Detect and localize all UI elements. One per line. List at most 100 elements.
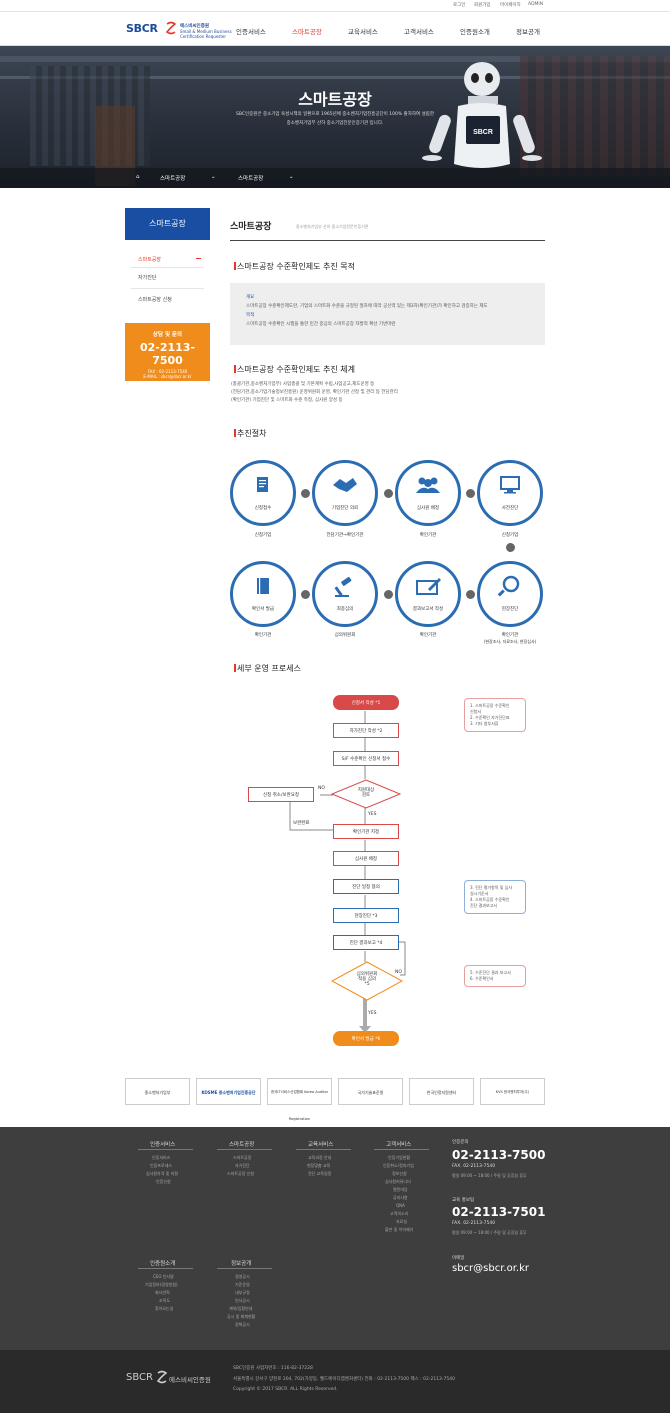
footer-link[interactable]: 인증기업현황 xyxy=(388,1155,411,1160)
partner-logo[interactable]: 한국인정지원센터 xyxy=(409,1078,474,1105)
footer-link[interactable]: 자가진단 xyxy=(235,1163,250,1168)
step-sub: 확인기관 xyxy=(501,633,519,638)
pen-icon xyxy=(416,578,441,595)
step-circle-2: 기업진단 의뢰 xyxy=(312,460,378,526)
footer-link[interactable]: 정책공시 xyxy=(235,1322,250,1327)
arrow-left-icon xyxy=(384,590,393,599)
footer-heading: 스마트공장 xyxy=(229,1142,255,1148)
footer-link[interactable]: 회사연혁 xyxy=(155,1290,170,1295)
footer-link[interactable]: 찾아오는길 xyxy=(155,1306,174,1311)
flow-yes-label-2: YES xyxy=(368,1011,377,1016)
step-label: 심사원 배정 xyxy=(416,506,440,511)
hero-title: 스마트공장 xyxy=(298,90,372,109)
footer-heading: 정보공개 xyxy=(231,1261,252,1267)
chevron-down-icon[interactable]: ⌄ xyxy=(211,174,216,180)
sidebar-item-smart-factory[interactable]: 스마트공장 xyxy=(138,257,162,263)
footer-link[interactable]: 현장맞춤 교육 xyxy=(307,1163,331,1168)
nav-disclosure[interactable]: 정보공개 xyxy=(516,28,540,36)
footer-contact1-fax: FAX. 02-2113-7540 xyxy=(452,1164,496,1169)
arrow-right-icon xyxy=(384,489,393,498)
partner-logo[interactable]: 중소벤처기업부 xyxy=(125,1078,190,1105)
step-sub: 신청기업 xyxy=(501,533,519,538)
footer-link[interactable]: 전단 교육일정 xyxy=(308,1171,332,1176)
flow-decision-eligibility xyxy=(331,779,401,809)
footer-link[interactable]: 기업정보(경영방침) xyxy=(145,1282,178,1287)
footer-link[interactable]: 스마트공장 xyxy=(233,1155,252,1160)
breadcrumb: ⌂ 스마트공장 ⌄ 스마트공장 ⌄ xyxy=(0,168,670,188)
footer-contact1-label: 인증문의 xyxy=(452,1140,469,1145)
flow-receipt: S/F 수준확인 신청서 접수 xyxy=(333,751,399,766)
footer-link[interactable]: 고객의소리 xyxy=(390,1211,409,1216)
nav-education[interactable]: 교육서비스 xyxy=(348,28,378,36)
step-circle-3: 심사원 배정 xyxy=(395,460,461,526)
nav-customer[interactable]: 고객서비스 xyxy=(404,28,434,36)
flow-assign-agency: 확인기관 지정 xyxy=(333,824,399,839)
sidebar-item-apply[interactable]: 스마트공장 신청 xyxy=(138,297,172,303)
step-circle-5: 현장진단 xyxy=(477,561,543,627)
flow-back-label: 보완완료 xyxy=(293,821,310,826)
footer-link[interactable]: 경영공시 xyxy=(235,1274,250,1279)
footer-link[interactable]: 심사원자격 및 지원 xyxy=(146,1171,178,1176)
footer-link[interactable]: 심사원커뮤니티 xyxy=(385,1179,411,1184)
step-sub: 확인기관 xyxy=(254,633,272,638)
step-label: 결과보고서 작성 xyxy=(412,607,444,612)
flow-apply-form: 신청서 작성 *1 xyxy=(333,695,399,710)
section-purpose-title: 스마트공장 수준확인제도 추진 목적 xyxy=(233,262,356,271)
active-indicator xyxy=(196,258,201,259)
footer-link[interactable]: 불만 및 이의제기 xyxy=(385,1227,414,1232)
footer-contact2-hours: 평일 09:00 ~ 18:00 / 주말 및 공휴일 휴무 xyxy=(452,1230,527,1235)
footer-link[interactable]: 인사공시 xyxy=(235,1298,250,1303)
contact-phone: 02-2113-7500 xyxy=(139,341,196,367)
login-link[interactable]: 로그인 xyxy=(453,3,466,8)
footer-link[interactable]: 인증취소/정지기업 xyxy=(383,1163,414,1168)
step-circle-7: 최종심의 xyxy=(312,561,378,627)
join-link[interactable]: 회원가입 xyxy=(474,3,491,8)
sidebar-item-self-diagnosis[interactable]: 자가진단 xyxy=(138,275,157,281)
footer-link[interactable]: 인증서비스 xyxy=(152,1155,171,1160)
footer-link[interactable]: 공지사항 xyxy=(393,1195,408,1200)
breadcrumb-level1[interactable]: 스마트공장 xyxy=(160,176,186,182)
divider xyxy=(131,267,204,268)
footer-link[interactable]: 열린마당 xyxy=(393,1187,408,1192)
divider xyxy=(131,288,204,289)
footer-email[interactable]: sbcr@sbcr.or.kr xyxy=(452,1263,529,1274)
partner-logo[interactable]: KOSME 중소벤처기업진흥공단 xyxy=(196,1078,261,1105)
flow-onsite: 현장진단 *3 xyxy=(333,908,399,923)
nav-cert-service[interactable]: 인증서비스 xyxy=(236,28,266,36)
partner-logo[interactable]: KVS 한국벤처투자(주) xyxy=(480,1078,545,1105)
people-icon xyxy=(416,477,440,493)
footer-link[interactable]: 스마트공장 신청 xyxy=(227,1171,255,1176)
partner-logo[interactable]: 국가기술표준원 xyxy=(338,1078,403,1105)
footer-link[interactable]: 기준운영 xyxy=(235,1282,250,1287)
partner-logo[interactable]: 한국IT서비스산업협회 Korea Auditor Registration xyxy=(267,1078,332,1121)
footer-link[interactable]: 교육과정 안내 xyxy=(308,1155,332,1160)
footer-link[interactable]: 정보신청 xyxy=(392,1171,407,1176)
box-heading-overview: 개요 xyxy=(246,295,255,300)
breadcrumb-level2[interactable]: 스마트공장 xyxy=(238,176,264,182)
admin-link[interactable]: ADMIN xyxy=(528,2,544,7)
home-icon[interactable]: ⌂ xyxy=(136,174,140,180)
chevron-down-icon[interactable]: ⌄ xyxy=(289,174,294,180)
footer-link[interactable]: 계약/입찰안내 xyxy=(229,1306,253,1311)
sidebar-title: 스마트공장 xyxy=(125,208,210,240)
footer-link[interactable]: QNA xyxy=(396,1203,405,1208)
footer-link[interactable]: 공시 및 회계현황 xyxy=(227,1314,256,1319)
section-process-title: 세부 운영 프로세스 xyxy=(234,664,301,673)
nav-about[interactable]: 인증원소개 xyxy=(460,28,490,36)
footer-link[interactable]: 자료실 xyxy=(396,1219,408,1224)
footer-link[interactable]: 인증프로세스 xyxy=(150,1163,173,1168)
footer-link[interactable]: 조직도 xyxy=(159,1298,171,1303)
footer-link[interactable]: 내부규정 xyxy=(235,1290,250,1295)
logo[interactable]: SBCR xyxy=(126,22,158,35)
step-sub: 확인기관 xyxy=(419,633,437,638)
footer-link[interactable]: 인증신청 xyxy=(156,1179,171,1184)
step-circle-1: 신청접수 xyxy=(230,460,296,526)
arrow-down-icon xyxy=(506,543,515,552)
title-divider xyxy=(230,240,545,241)
mypage-link[interactable]: 마이페이지 xyxy=(500,3,521,8)
arrow-left-icon xyxy=(301,590,310,599)
footer-heading: 고객서비스 xyxy=(386,1142,412,1148)
footer-link[interactable]: CEO 인사말 xyxy=(153,1274,174,1279)
nav-smart-factory[interactable]: 스마트공장 xyxy=(292,28,322,36)
page-subtitle: 중소벤처기업부 산하 중소기업전문인증기관 xyxy=(296,224,369,229)
